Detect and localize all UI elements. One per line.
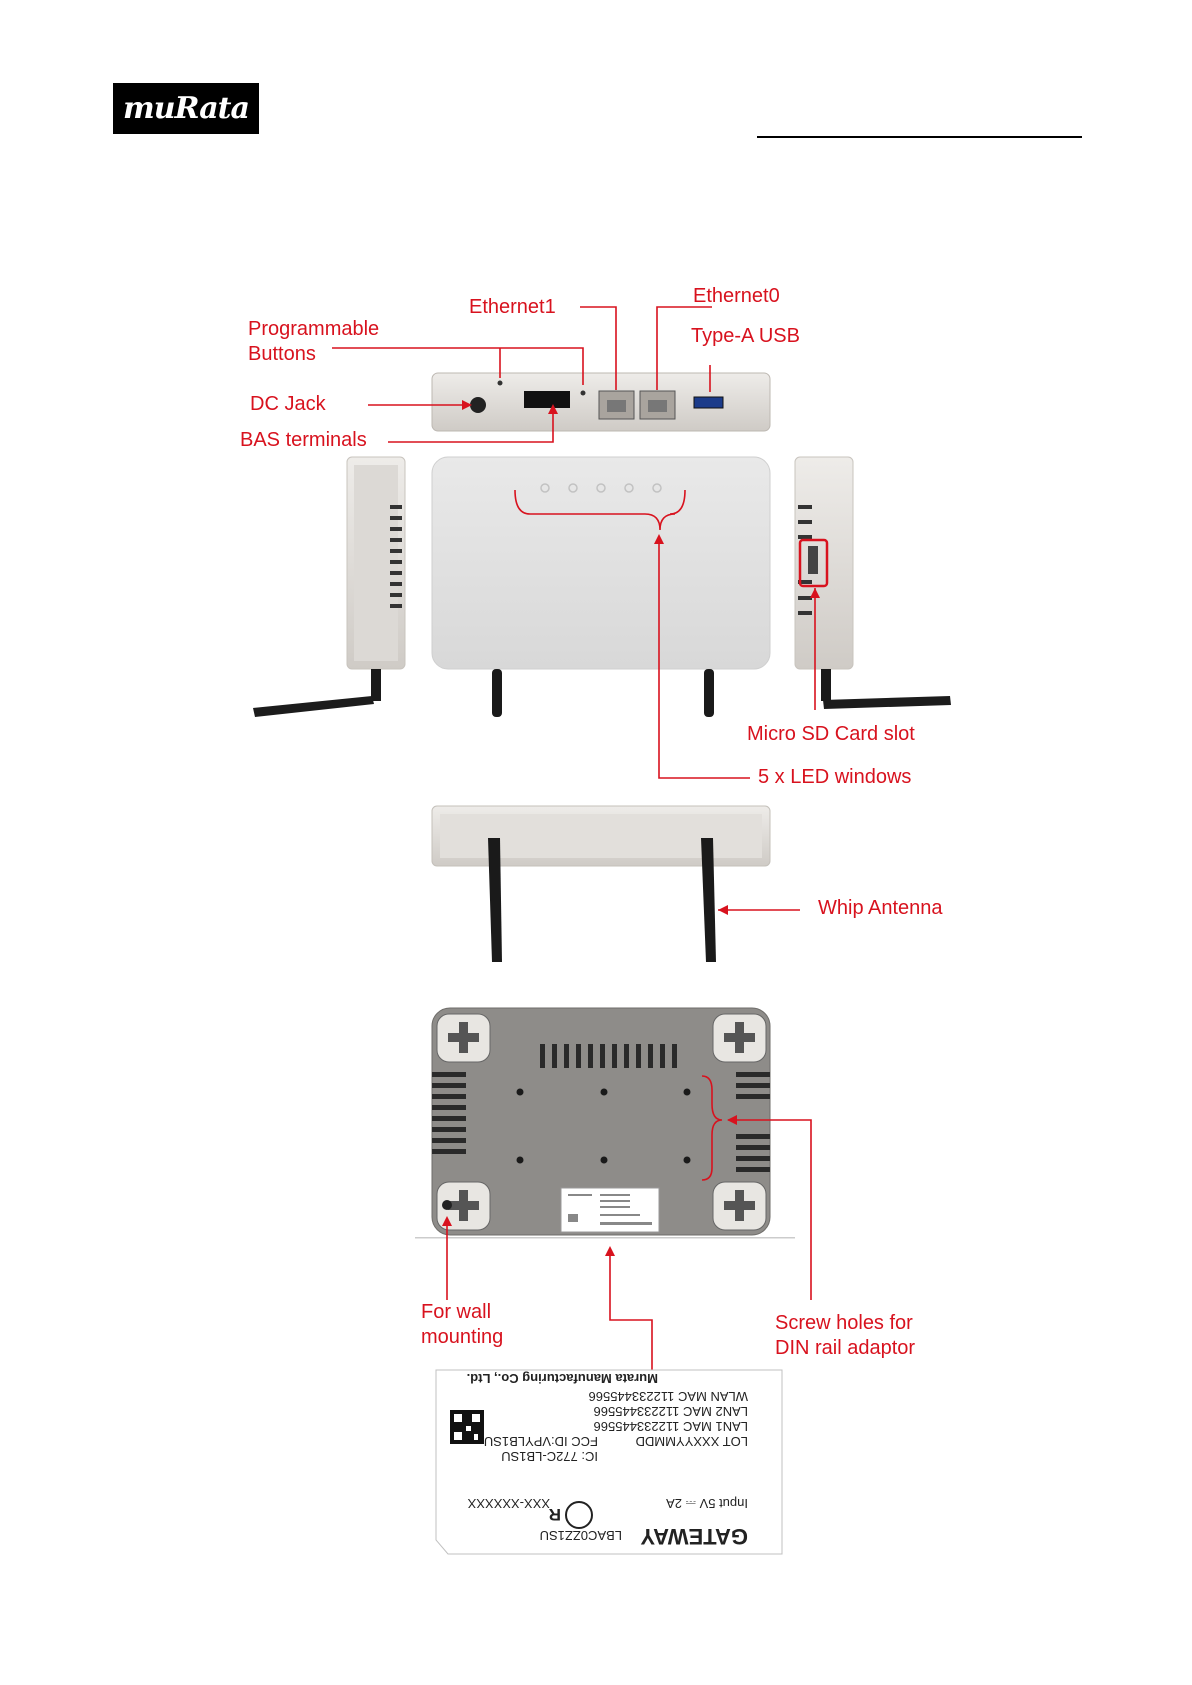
micro-sd-slot	[808, 546, 818, 574]
label-input: Input 5V ⎓ 2A	[666, 1496, 748, 1511]
ethernet1-port	[598, 390, 635, 420]
logo-text: muRata	[123, 91, 250, 126]
label-ic: IC: 772C-LB1SU	[501, 1449, 598, 1464]
callout-ethernet1: Ethernet1	[469, 296, 556, 318]
left-side-view	[253, 456, 406, 717]
back-view	[431, 805, 771, 962]
callout-led-windows: 5 x LED windows	[758, 766, 912, 788]
callout-type-a-usb: Type-A USB	[691, 325, 800, 347]
front-panel	[431, 372, 771, 432]
bottom-view	[415, 1007, 795, 1239]
label-lot: LOT XXXYYMMDD	[636, 1434, 748, 1449]
callout-text: For wall	[421, 1301, 492, 1323]
label-model: LBAC0ZZ1SU	[540, 1528, 622, 1543]
label-lan1-mac: LAN1 MAC 112233445566	[594, 1419, 748, 1434]
callout-arrowheads	[442, 400, 820, 1256]
label-cert-mark-icon	[565, 1501, 593, 1529]
callout-text: Programmable	[248, 318, 380, 340]
header-rule	[757, 136, 1082, 138]
label-product-name: GATEWAY	[640, 1524, 748, 1549]
dc-jack-port	[470, 397, 486, 413]
callout-wall-mounting: For wall mounting	[421, 1300, 503, 1350]
callout-dc-jack: DC Jack	[250, 393, 326, 415]
label-wlan-mac: WLAN MAC 112233445566	[589, 1389, 748, 1404]
usb-port	[693, 396, 724, 409]
callout-text: mounting	[421, 1326, 504, 1348]
product-label: GATEWAY LBAC0ZZ1SU Input 5V ⎓ 2A XXX-XXX…	[435, 1369, 783, 1555]
label-company: Murata Manufacturing Co., Ltd.	[467, 1371, 658, 1386]
label-r-mark: R	[549, 1505, 561, 1524]
callout-text: Buttons	[248, 343, 316, 365]
callout-whip-antenna: Whip Antenna	[818, 897, 943, 919]
callout-screw-holes: Screw holes for DIN rail adaptor	[775, 1311, 915, 1361]
top-view	[431, 456, 771, 717]
callout-programmable-buttons: Programmable Buttons	[248, 317, 379, 367]
right-side-view	[794, 456, 951, 709]
callout-micro-sd: Micro SD Card slot	[747, 723, 915, 745]
callout-bas-terminals: BAS terminals	[240, 429, 367, 451]
callout-ethernet0: Ethernet0	[693, 285, 780, 307]
callout-text: Screw holes for	[775, 1312, 913, 1334]
callout-lines	[332, 306, 816, 1398]
label-cert-no: XXX-XXXXXX	[467, 1496, 550, 1511]
murata-logo: muRata	[113, 83, 259, 134]
label-lan2-mac: LAN2 MAC 112233445566	[594, 1404, 748, 1419]
label-fcc-id: FCC ID:VPYLB1SU	[484, 1434, 598, 1449]
callout-text: DIN rail adaptor	[775, 1337, 916, 1359]
bas-terminal-block	[524, 391, 570, 408]
